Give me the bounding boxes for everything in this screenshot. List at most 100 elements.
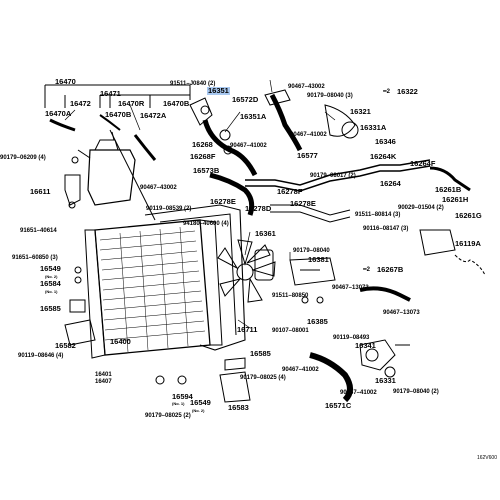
- label-90179-08017: 90179–08017 (2): [310, 173, 356, 179]
- label-16470R: 16470R: [118, 99, 145, 108]
- label-16549-b: 16549: [190, 398, 211, 407]
- label-90467-41002-a: 90467–41002: [290, 132, 327, 138]
- label-16351-highlighted[interactable]: 16351: [207, 86, 230, 95]
- label-16351A: 16351A: [240, 112, 267, 121]
- bracket-16611: [64, 174, 81, 206]
- label-16472: 16472: [70, 99, 91, 108]
- label-16571C: 16571C: [325, 401, 352, 410]
- label-16470B-top: 16470B: [163, 99, 190, 108]
- label-16331: 16331: [375, 376, 396, 385]
- label-16611: 16611: [30, 187, 51, 196]
- label-90467-41002-b: 90467–41002: [230, 143, 267, 149]
- label-90029-01504: 90029–01504 (2): [398, 205, 444, 211]
- hose-16573B: [209, 172, 255, 216]
- label-90467-41002-d: 90467–41002: [340, 390, 377, 396]
- label-90107-08001: 90107–08001: [272, 328, 309, 334]
- label-90119-08493: 90119–08493: [333, 335, 370, 341]
- label-90179-08040-3: 90179–08040 (3): [307, 93, 353, 99]
- label-91511-80850: 91511–80850: [272, 293, 309, 299]
- leader-16470-group: [44, 84, 191, 108]
- fan-clutch: [254, 249, 274, 281]
- lower-hose-16571C: [309, 352, 353, 403]
- label-90119-08539: 90119–08539 (2): [146, 206, 192, 212]
- label-16594-note: (No. 1): [172, 401, 185, 406]
- label-16322-note: ┉2: [383, 89, 390, 95]
- label-16264F: 16264F: [410, 159, 436, 168]
- label-91651-60850: 91651–60850 (3): [12, 255, 58, 261]
- label-16584: 16584: [40, 279, 61, 288]
- hose-16267B: [359, 286, 411, 302]
- label-16278F: 16278F: [277, 187, 303, 196]
- label-90467-43002-top: 90467–43002: [288, 84, 325, 90]
- label-90179-08040-2: 90179–08040 (2): [393, 389, 439, 395]
- label-16470: 16470: [55, 77, 76, 86]
- bracket-16585: [69, 299, 86, 313]
- pipe-16261: [429, 166, 471, 192]
- label-90467-13073-b: 90467–13073: [383, 310, 420, 316]
- label-16381: 16381: [308, 255, 329, 264]
- label-91511-J0840: 91511–J0840 (2): [170, 81, 216, 87]
- label-16585-left: 16585: [40, 304, 61, 313]
- label-90467-41002-c: 90467–41002: [282, 367, 319, 373]
- water-inlet-16341: [359, 339, 396, 371]
- label-16594: 16594: [172, 392, 193, 401]
- label-16711: 16711: [237, 325, 258, 334]
- label-16361: 16361: [255, 229, 276, 238]
- label-16577: 16577: [297, 151, 318, 160]
- label-16267-note: ┉2: [363, 267, 370, 273]
- fan-shroud: [144, 204, 246, 351]
- label-16471: 16471: [100, 89, 121, 98]
- label-16585-mid: 16585: [250, 349, 271, 358]
- label-16278E-r: 16278E: [290, 199, 316, 208]
- label-16582: 16582: [55, 341, 76, 350]
- bracket-16119A: [419, 229, 456, 256]
- label-16385: 16385: [307, 317, 328, 326]
- reservoir-tank: [87, 149, 136, 206]
- label-16331A: 16331A: [360, 123, 387, 132]
- bypass-pipe-16264: [245, 159, 431, 186]
- label-90179-08025-2: 90179–08025 (2): [145, 413, 191, 419]
- hose-16470A: [49, 118, 76, 132]
- label-16261G: 16261G: [455, 211, 482, 220]
- label-16407: 16407: [95, 379, 112, 385]
- label-16119A: 16119A: [455, 239, 481, 248]
- radiator-core: [94, 219, 211, 356]
- label-16278D: 16278D: [245, 204, 272, 213]
- diagram-code: 162V600: [476, 455, 497, 461]
- label-90467-43002-left: 90467–43002: [140, 185, 177, 191]
- bracket-16585-mid: [224, 357, 246, 371]
- label-16264: 16264: [380, 179, 401, 188]
- label-16322: 16322: [397, 87, 418, 96]
- hose-16470B: [99, 114, 121, 131]
- label-16549-a: 16549: [40, 264, 61, 273]
- label-16549-a-note: (No. 2): [45, 274, 58, 279]
- label-16268: 16268: [192, 140, 213, 149]
- label-16572D: 16572D: [232, 95, 259, 104]
- label-16470A: 16470A: [45, 109, 72, 118]
- label-16472A: 16472A: [140, 111, 167, 120]
- label-16261H: 16261H: [442, 195, 469, 204]
- label-16470B-mid: 16470B: [105, 110, 132, 119]
- label-16584-note: (No. 1): [45, 289, 58, 294]
- label-16264K: 16264K: [370, 152, 397, 161]
- label-90467-13073-a: 90467–13073: [332, 285, 369, 291]
- label-16400: 16400: [110, 337, 131, 346]
- label-16346: 16346: [375, 137, 396, 146]
- label-16549-b-note: (No. 2): [192, 408, 205, 413]
- label-16341: 16341: [355, 341, 376, 350]
- label-16401: 16401: [95, 372, 112, 378]
- label-16261B: 16261B: [435, 185, 462, 194]
- thermostat-housing: [324, 104, 356, 137]
- label-16278E: 16278E: [210, 197, 236, 206]
- label-16573B: 16573B: [193, 166, 220, 175]
- label-94180-40600: 94180–40600 (4): [183, 221, 229, 227]
- water-pump-16381: [289, 257, 336, 286]
- bracket-16582: [64, 319, 96, 346]
- label-90119-08646: 90119–08646 (4): [18, 353, 64, 359]
- label-90179-08040-b: 90179–08040: [293, 248, 330, 254]
- label-90116-08147: 90116–08147 (3): [363, 226, 409, 232]
- label-16267B: 16267B: [377, 265, 404, 274]
- label-90179-08025-4: 90179–08025 (4): [240, 375, 286, 381]
- label-91511-80814: 91511–80814 (3): [355, 212, 401, 218]
